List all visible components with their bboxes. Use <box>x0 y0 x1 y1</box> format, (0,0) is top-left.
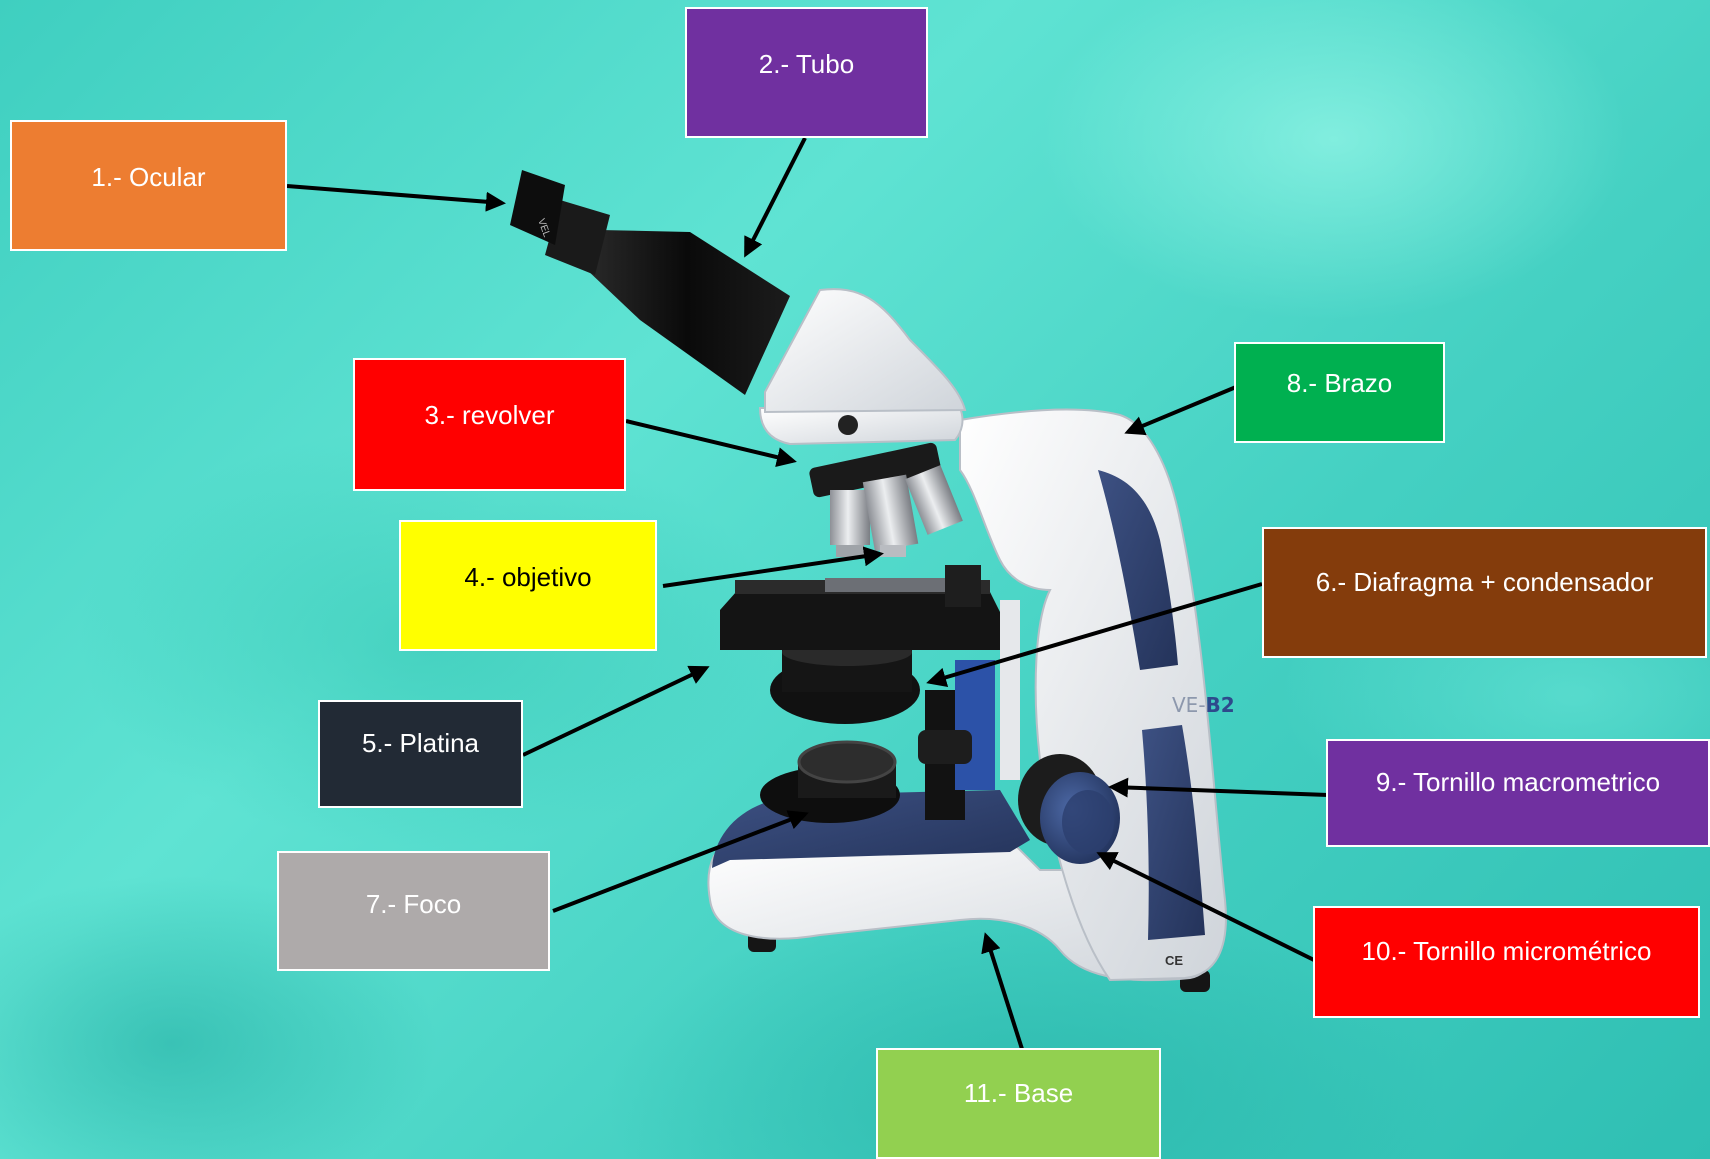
label-diafragma: 6.- Diafragma + condensador <box>1262 527 1707 658</box>
arrow-brazo <box>1128 387 1236 432</box>
label-foco: 7.- Foco <box>277 851 550 971</box>
arrow-micrometrico <box>1100 854 1316 961</box>
label-macrometrico: 9.- Tornillo macrometrico <box>1326 739 1710 847</box>
label-brazo: 8.- Brazo <box>1234 342 1445 443</box>
arrow-ocular <box>287 186 502 203</box>
label-revolver: 3.- revolver <box>353 358 626 491</box>
arrow-platina <box>523 668 706 755</box>
arrow-diafragma <box>930 584 1262 682</box>
label-micrometrico: 10.- Tornillo micrométrico <box>1313 906 1700 1018</box>
arrow-macrometrico <box>1112 787 1328 795</box>
arrow-base <box>986 936 1022 1049</box>
arrow-revolver <box>626 421 793 461</box>
label-objetivo: 4.- objetivo <box>399 520 657 651</box>
label-base: 11.- Base <box>876 1048 1161 1159</box>
label-tubo: 2.- Tubo <box>685 7 928 138</box>
label-ocular: 1.- Ocular <box>10 120 287 251</box>
arrow-objetivo <box>663 554 880 586</box>
arrow-tubo <box>746 138 805 254</box>
label-platina: 5.- Platina <box>318 700 523 808</box>
arrow-foco <box>553 814 805 911</box>
